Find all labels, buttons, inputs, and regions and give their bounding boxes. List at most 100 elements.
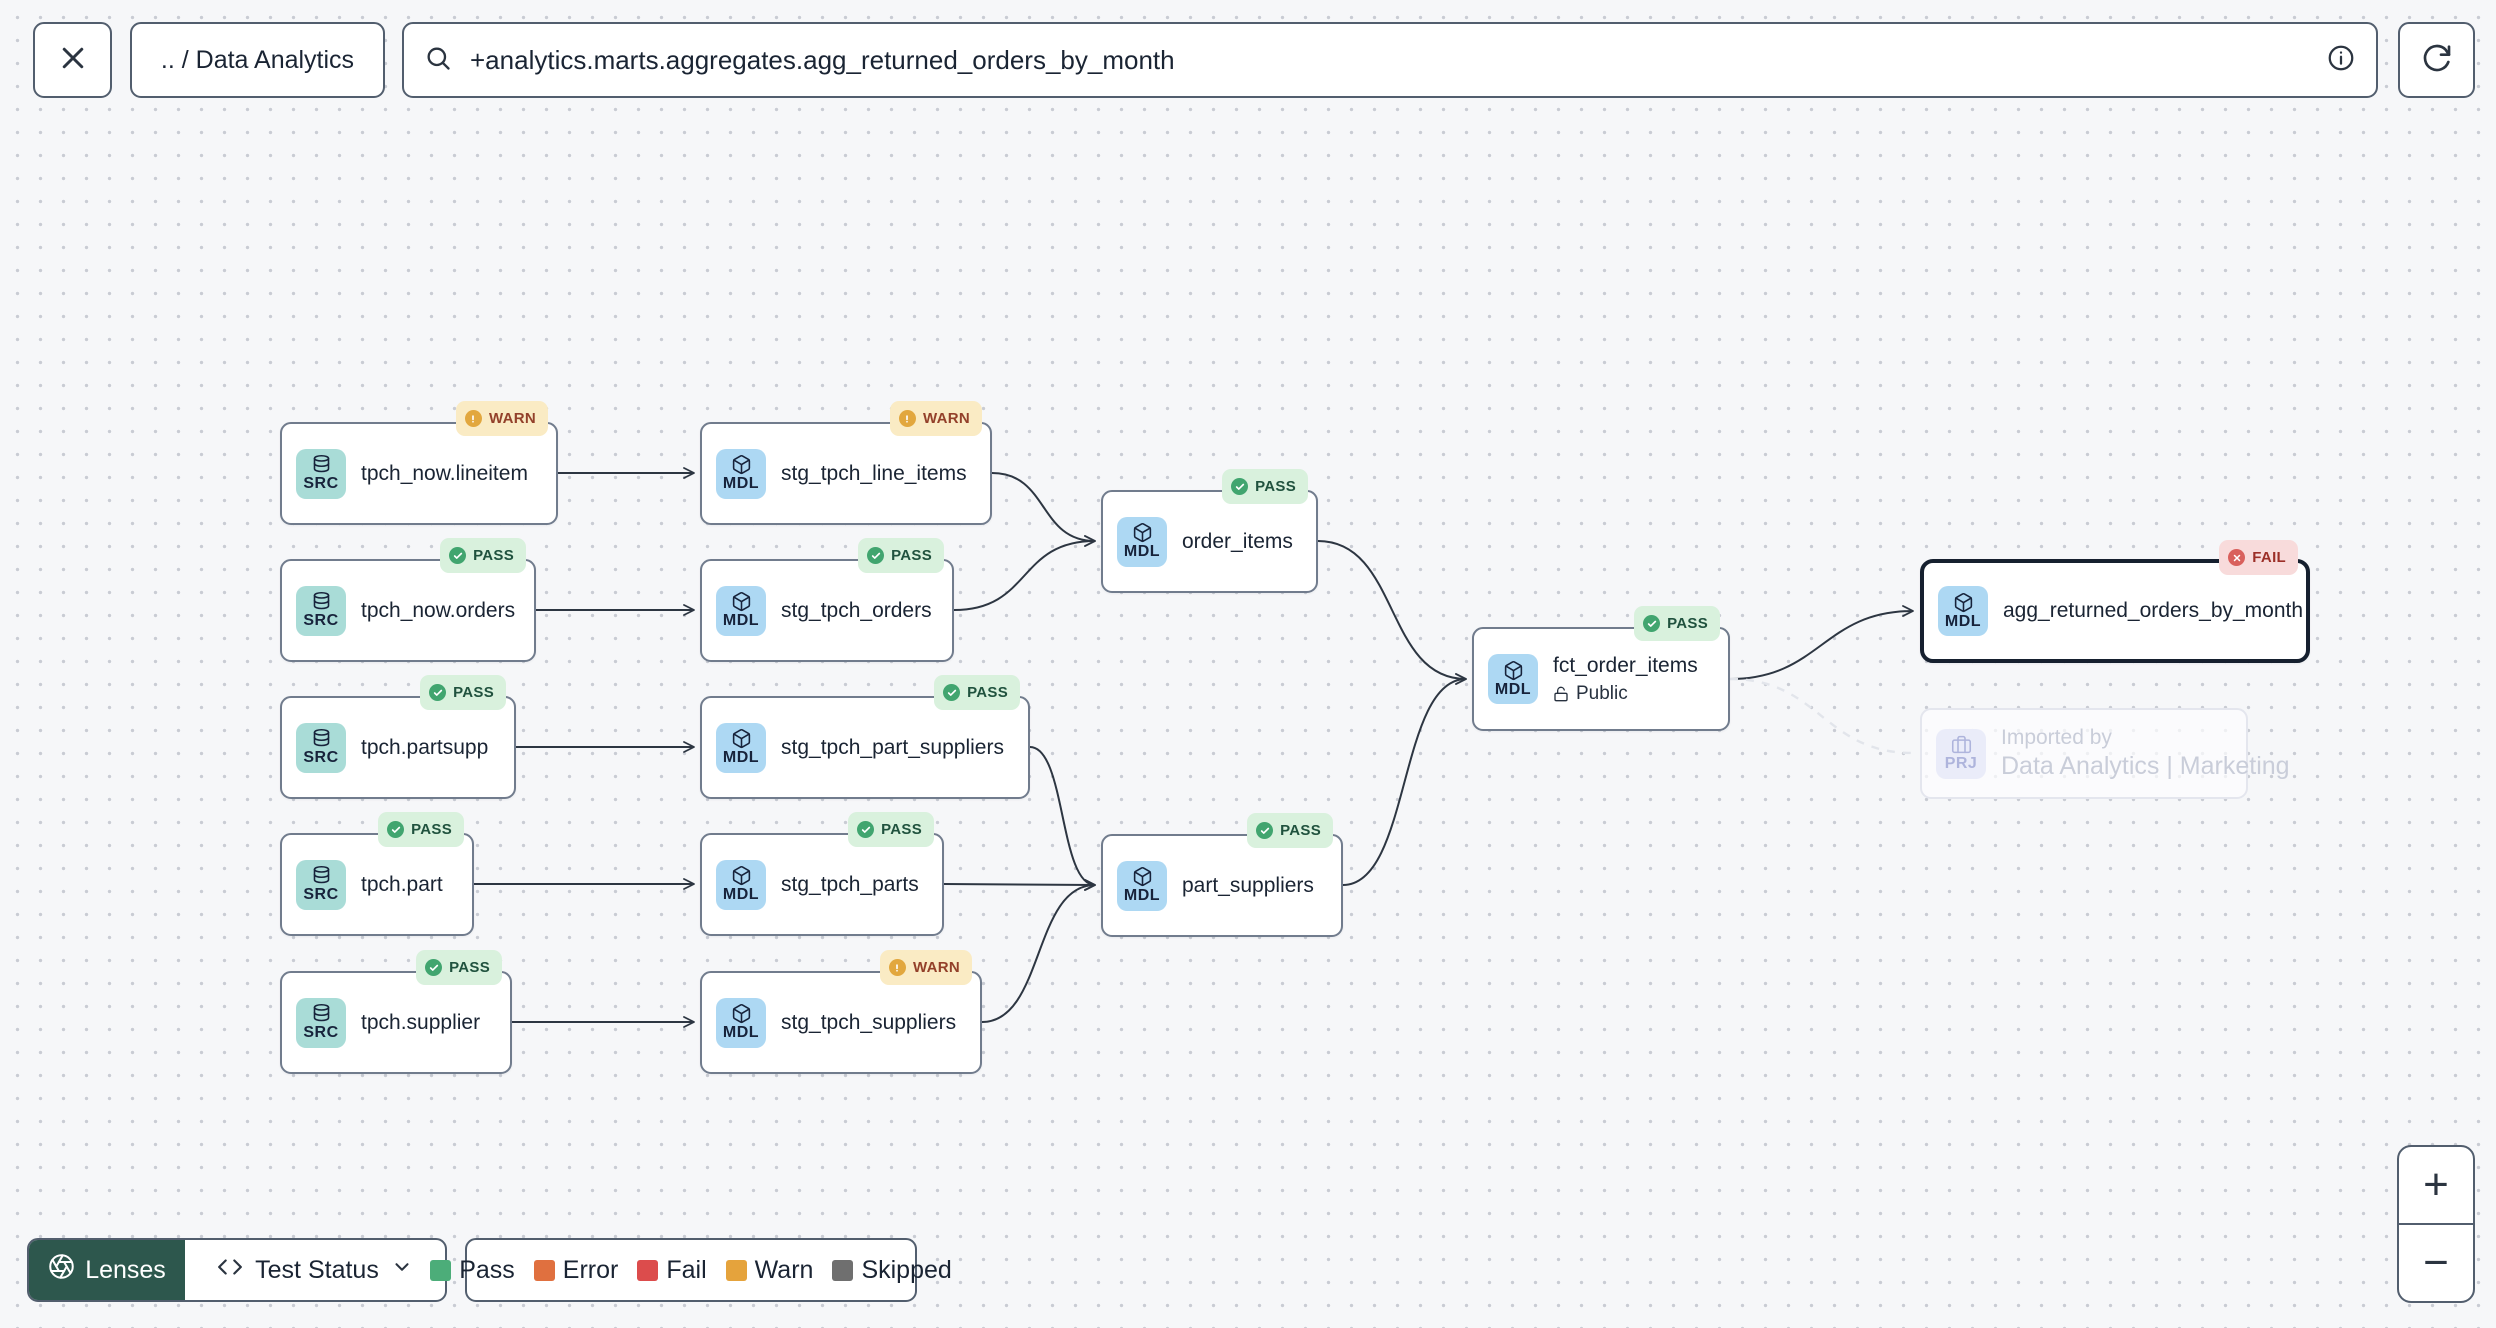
graph-node-tpch_supplier[interactable]: SRC tpch.supplier PASS bbox=[280, 950, 512, 1074]
status-badge-pass: PASS bbox=[934, 675, 1020, 710]
edge bbox=[1342, 673, 1467, 886]
cube-icon: MDL bbox=[716, 997, 766, 1048]
legend-item-fail: Fail bbox=[637, 1255, 707, 1285]
graph-node-part_suppliers[interactable]: MDL part_suppliers PASS bbox=[1101, 813, 1343, 937]
edge bbox=[1317, 540, 1467, 685]
node-type-label: MDL bbox=[1123, 543, 1161, 560]
node-type-label: PRJ bbox=[1944, 755, 1978, 772]
node-label: tpch.supplier bbox=[361, 1010, 481, 1034]
legend-swatch bbox=[533, 1259, 555, 1281]
status-badge-label: WARN bbox=[922, 410, 970, 427]
edge bbox=[953, 535, 1096, 611]
node-label: stg_tpch_suppliers bbox=[781, 1010, 957, 1034]
edge bbox=[943, 879, 1096, 891]
status-badge-pass: PASS bbox=[378, 812, 464, 847]
node-label: stg_tpch_line_items bbox=[781, 461, 967, 485]
check-icon bbox=[449, 547, 467, 564]
status-badge-label: WARN bbox=[912, 959, 960, 976]
refresh-button[interactable] bbox=[2398, 22, 2475, 98]
bang-icon bbox=[888, 959, 906, 976]
status-badge-label: PASS bbox=[449, 959, 490, 976]
status-badge-label: PASS bbox=[1255, 478, 1296, 495]
graph-node-stg_tpch_suppliers[interactable]: MDL stg_tpch_suppliers WARN bbox=[700, 950, 982, 1074]
legend-label: Skipped bbox=[861, 1255, 952, 1284]
zoom-controls: + − bbox=[2397, 1145, 2475, 1303]
refresh-icon bbox=[2421, 42, 2453, 79]
breadcrumb[interactable]: .. / Data Analytics bbox=[130, 22, 385, 98]
check-icon bbox=[857, 821, 875, 838]
zoom-divider bbox=[2399, 1223, 2473, 1225]
node-label: part_suppliers bbox=[1182, 873, 1314, 897]
check-icon bbox=[867, 547, 885, 564]
node-type-label: MDL bbox=[722, 612, 760, 629]
search-input[interactable] bbox=[468, 43, 2326, 77]
node-type-label: SRC bbox=[303, 612, 339, 629]
search-icon bbox=[424, 44, 452, 77]
check-icon bbox=[1256, 822, 1274, 839]
check-icon bbox=[943, 684, 961, 701]
node-label: stg_tpch_part_suppliers bbox=[781, 735, 1004, 759]
cube-icon: MDL bbox=[716, 722, 766, 773]
legend-item-pass: Pass bbox=[430, 1256, 515, 1285]
zoom-in-button[interactable]: + bbox=[2423, 1160, 2449, 1209]
node-type-label: MDL bbox=[722, 886, 760, 903]
info-icon[interactable] bbox=[2326, 43, 2356, 78]
status-badge-pass: PASS bbox=[1634, 606, 1720, 641]
cube-icon: MDL bbox=[1488, 654, 1538, 704]
status-badge-warn: WARN bbox=[879, 950, 972, 985]
cube-icon: MDL bbox=[1117, 860, 1167, 911]
lens-value: Test Status bbox=[255, 1255, 379, 1284]
legend-label: Error bbox=[562, 1255, 619, 1284]
bang-icon bbox=[898, 410, 916, 427]
check-icon bbox=[387, 821, 405, 838]
node-label: order_items bbox=[1182, 529, 1293, 553]
node-type-label: MDL bbox=[1494, 680, 1532, 698]
legend-item-skipped: Skipped bbox=[832, 1255, 952, 1285]
check-icon bbox=[425, 959, 443, 976]
lenses-control: Lenses Test Status bbox=[27, 1238, 447, 1302]
search-bar[interactable] bbox=[402, 22, 2378, 98]
database-icon: SRC bbox=[296, 585, 346, 636]
node-access-label: Public bbox=[1576, 682, 1628, 704]
graph-node-stg_tpch_part_suppliers[interactable]: MDL stg_tpch_part_suppliers PASS bbox=[700, 675, 1030, 799]
status-badge-fail: FAIL bbox=[2219, 540, 2298, 575]
close-button[interactable] bbox=[33, 22, 112, 98]
database-icon: SRC bbox=[296, 997, 346, 1048]
unlock-icon bbox=[1553, 686, 1569, 702]
check-icon bbox=[1231, 478, 1249, 495]
legend-item-error: Error bbox=[533, 1255, 619, 1285]
node-type-label: SRC bbox=[303, 749, 339, 766]
status-badge-label: PASS bbox=[881, 821, 922, 838]
status-badge-label: PASS bbox=[1667, 615, 1708, 632]
node-label: agg_returned_orders_by_month bbox=[2003, 599, 2304, 622]
legend-label: Fail bbox=[666, 1255, 707, 1284]
legend-label: Pass bbox=[459, 1255, 515, 1284]
lens-selector[interactable]: Test Status bbox=[185, 1240, 445, 1300]
status-badge-label: PASS bbox=[473, 547, 514, 564]
graph-node-order_items[interactable]: MDL order_items PASS bbox=[1101, 469, 1318, 593]
node-type-label: MDL bbox=[1123, 887, 1161, 904]
status-badge-label: PASS bbox=[1280, 822, 1321, 839]
cube-icon: MDL bbox=[716, 585, 766, 636]
lenses-button[interactable]: Lenses bbox=[29, 1240, 185, 1300]
check-icon bbox=[429, 684, 447, 701]
node-label: stg_tpch_orders bbox=[781, 598, 932, 622]
status-badge-warn: WARN bbox=[889, 401, 982, 436]
legend-swatch bbox=[725, 1259, 747, 1281]
status-badge-pass: PASS bbox=[420, 675, 506, 710]
edge bbox=[1029, 746, 1096, 891]
zoom-out-button[interactable]: − bbox=[2423, 1238, 2449, 1287]
